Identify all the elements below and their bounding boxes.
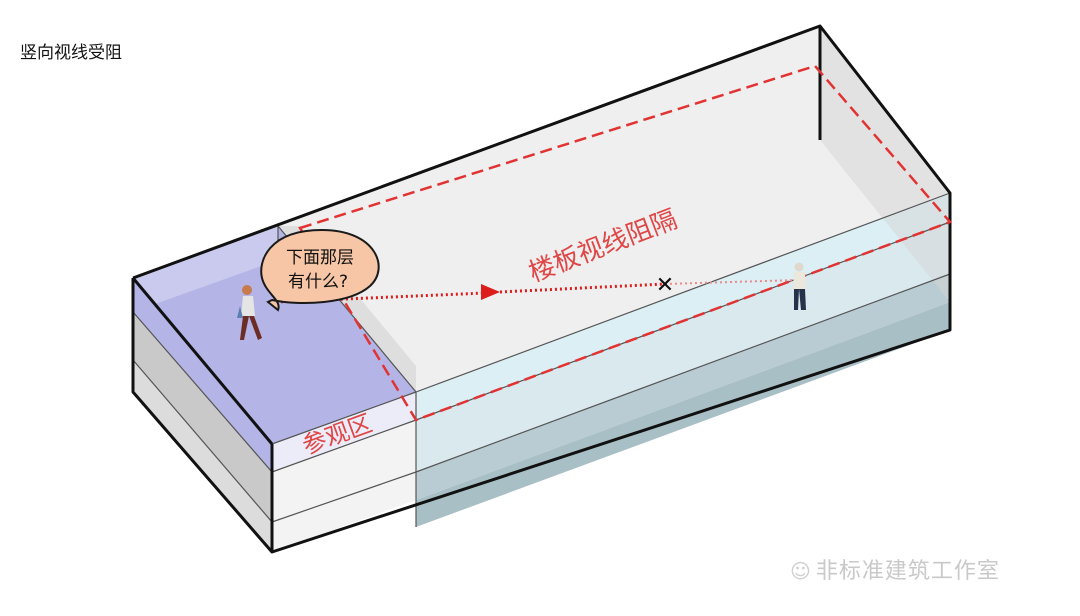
watermark: ☺非标准建筑工作室 bbox=[790, 553, 1000, 585]
blocked-marker-icon: ✕ bbox=[656, 273, 674, 298]
sight-line bbox=[275, 279, 799, 304]
wechat-icon: ☺ bbox=[790, 559, 812, 583]
speech-line-2: 有什么? bbox=[288, 272, 348, 292]
lower-floor-base-dark bbox=[416, 302, 950, 527]
viewing-zone-wall bbox=[133, 226, 278, 312]
page-title: 竖向视线受阻 bbox=[20, 43, 122, 63]
watermark-text: 非标准建筑工作室 bbox=[815, 559, 1000, 584]
visitor-figure bbox=[237, 285, 262, 340]
lower-floor-glass bbox=[416, 222, 950, 472]
distant-person-figure bbox=[793, 262, 806, 310]
upper-slab-top bbox=[278, 26, 950, 392]
left-front-mid bbox=[272, 420, 416, 522]
lower-floor-base bbox=[416, 274, 950, 500]
outer-outline bbox=[131, 24, 952, 554]
slab-blocked-outline bbox=[298, 64, 953, 422]
left-front-top bbox=[272, 392, 416, 472]
speech-bubble: 下面那层 有什么? bbox=[260, 228, 380, 312]
left-front-bottom bbox=[272, 472, 416, 552]
front-slab-edge bbox=[416, 193, 950, 420]
left-side-bottom bbox=[133, 360, 272, 552]
left-side-top bbox=[133, 278, 272, 472]
left-side-mid bbox=[133, 312, 272, 522]
speech-line-1: 下面那层 bbox=[286, 248, 354, 268]
sight-arrow-icon bbox=[481, 284, 500, 300]
